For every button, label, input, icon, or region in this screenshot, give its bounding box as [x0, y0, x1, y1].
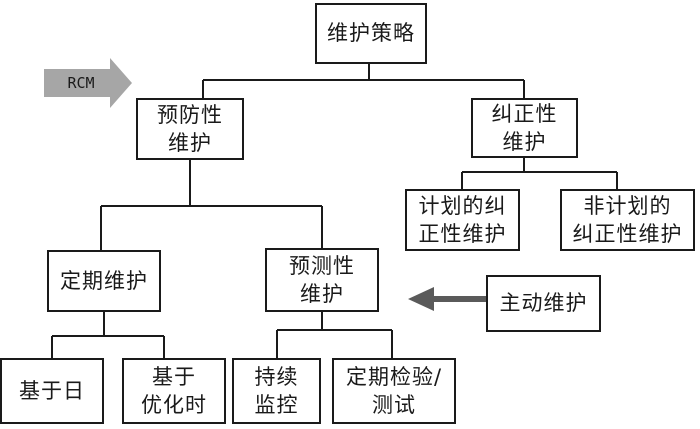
- node-label-line2: 维护: [168, 131, 212, 155]
- node-label: 基于日: [19, 378, 85, 403]
- rcm-arrow-shape: [44, 58, 132, 108]
- node-label-line1: 纠正性: [491, 101, 558, 126]
- node-planned-corrective-maintenance: 计划的纠 正性维护: [405, 189, 520, 251]
- node-label-line1: 计划的纠: [418, 193, 507, 218]
- node-label-line2: 维护: [300, 282, 344, 306]
- node-label-line2: 正性维护: [418, 222, 507, 246]
- node-predictive-maintenance: 预测性 维护: [265, 248, 379, 312]
- rcm-label: RCM: [67, 74, 95, 92]
- node-label-line2: 监控: [254, 393, 299, 417]
- node-corrective-maintenance: 纠正性 维护: [471, 98, 578, 158]
- proactive-arrow: [408, 287, 486, 311]
- node-day-based: 基于日: [0, 358, 104, 424]
- node-label-line2: 优化时: [141, 393, 207, 417]
- node-proactive-maintenance: 主动维护: [486, 275, 601, 332]
- node-preventive-maintenance: 预防性 维护: [136, 98, 244, 160]
- node-label: 维护策略: [327, 21, 415, 46]
- node-continuous-monitoring: 持续 监控: [232, 358, 321, 424]
- node-periodic-inspection-testing: 定期检验/ 测试: [332, 358, 456, 424]
- node-label-line1: 基于: [152, 364, 196, 389]
- node-unplanned-corrective-maintenance: 非计划的 纠正性维护: [560, 189, 695, 251]
- node-maintenance-strategy: 维护策略: [315, 3, 427, 64]
- node-label-line1: 非计划的: [583, 193, 672, 218]
- node-label-line2: 维护: [502, 130, 547, 154]
- node-label-line2: 纠正性维护: [572, 222, 683, 246]
- node-label: 主动维护: [499, 291, 588, 316]
- node-label-line2: 测试: [372, 393, 416, 417]
- node-label-line1: 预测性: [289, 253, 355, 278]
- node-label: 定期维护: [60, 268, 148, 293]
- node-scheduled-maintenance: 定期维护: [47, 250, 161, 312]
- node-label-line1: 定期检验/: [345, 364, 443, 389]
- node-optimized-time-based: 基于 优化时: [122, 358, 226, 424]
- node-label-line1: 持续: [254, 364, 299, 389]
- node-label-line1: 预防性: [157, 102, 223, 127]
